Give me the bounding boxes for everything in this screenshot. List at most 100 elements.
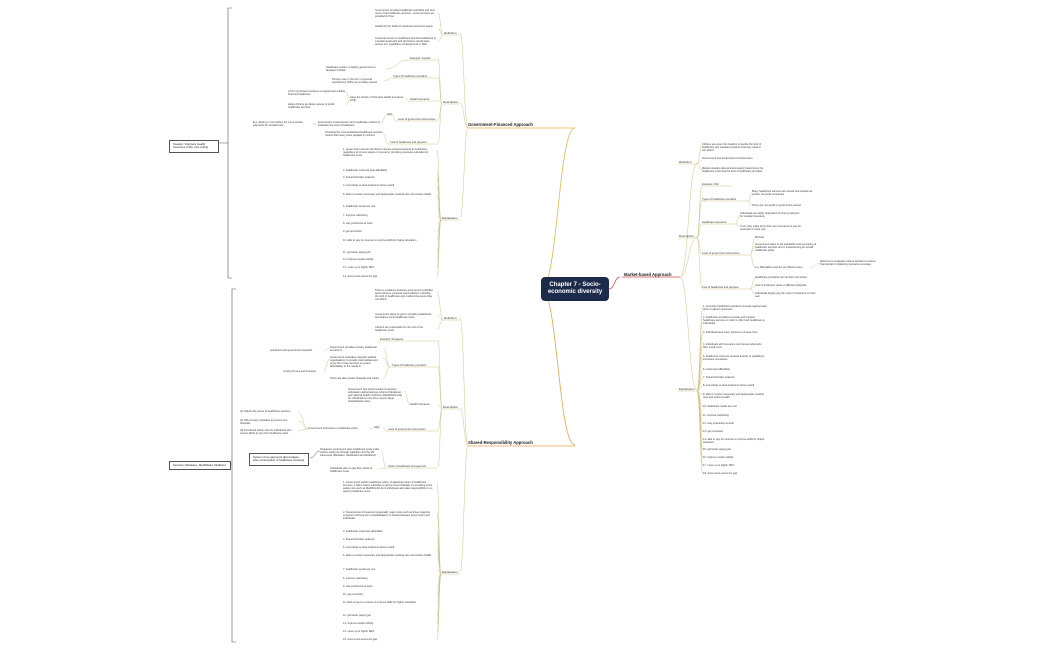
market-aca[interactable]: e.g. Affordable Care Act (or Obama Care) (755, 266, 803, 269)
gov-cost-item[interactable]: Providing the most subsidised healthcare… (325, 131, 383, 138)
gov-def-item[interactable]: Government provides healthcare subsidies… (375, 9, 435, 19)
market-level[interactable]: Level of government intervention (702, 252, 740, 255)
gov-exp-item[interactable]: 6. healthcare needs are met (343, 205, 376, 208)
shared-types-left[interactable]: nursing homes and hospices (283, 370, 317, 373)
market-exp-item[interactable]: 12. stay productive at work (703, 422, 734, 425)
market-exp-item[interactable]: 5. healthcare costs are covered entirely… (703, 355, 765, 362)
gov-exp-item[interactable]: 12. improve social mobility (343, 258, 374, 261)
shared-types-item[interactable]: There are also private hospitals and cli… (330, 377, 380, 380)
shared-ins[interactable]: Health insurance (410, 403, 430, 406)
market-insurance[interactable]: Healthcare insurance (702, 221, 727, 224)
market-level-val[interactable]: Minimal (755, 236, 764, 239)
market-example[interactable]: Example: USA (702, 183, 719, 186)
gov-exp-item[interactable]: 8. stay productive at work (343, 222, 373, 225)
market-def-item[interactable]: Market situation (demand and supply) det… (702, 167, 764, 174)
shared-level-left[interactable]: (1) Adjusts the prices of healthcare ser… (240, 410, 291, 413)
shared-definition[interactable]: Definition (444, 316, 457, 320)
shared-ins-item[interactable]: Government has implemented compulsory in… (348, 388, 403, 404)
market-def-item[interactable]: Government has limited level of interven… (702, 157, 753, 160)
gov-level[interactable]: Level of government intervention (398, 118, 436, 121)
shared-exp-item[interactable]: 14. move up to higher SES (343, 630, 374, 633)
market-exp-item[interactable]: 15. get better paying job (703, 448, 731, 451)
shared-level-left[interactable]: (3) Introduced safety nets for individua… (240, 429, 292, 436)
gov-vhi-left-2[interactable]: Helps citizens get faster access to publ… (288, 103, 335, 110)
gov-def-item[interactable]: Guided by the belief of social and econo… (375, 25, 433, 28)
market-exp-item[interactable]: 4. individuals with insurance can choose… (703, 343, 762, 350)
shared-exp-item[interactable]: 15. close socio-economic gap (343, 638, 378, 641)
market-definition[interactable]: Definition (679, 160, 692, 164)
shared-def-item[interactable]: Government plays its part in providing h… (375, 313, 432, 320)
market-aca-right[interactable]: allow low to moderate income families to… (820, 260, 876, 267)
shared-exp-item[interactable]: 3. healthcare costs kept affordable (343, 530, 383, 533)
shared-exp-item[interactable]: 12. get better paying job (343, 614, 371, 617)
market-types-item[interactable]: Some are non-profit or government-owned (752, 204, 801, 207)
gov-exp-item[interactable]: 14. close socio-economic gap (343, 275, 378, 278)
gov-types[interactable]: Types of healthcare providers (393, 75, 428, 78)
branch-government-financed[interactable]: Government-Financed Approach (468, 122, 533, 127)
gov-exp-item[interactable]: 3. financial burden reduced (343, 176, 375, 179)
market-cost-item[interactable]: Cost of treatment varies in different ho… (755, 284, 807, 287)
shared-exp-item[interactable]: 1. Government adopts healthcare policy o… (343, 481, 433, 494)
branch-shared-responsibility[interactable]: Shared-Responsibility Approach (468, 440, 533, 445)
market-exp-item[interactable]: 1. American healthcare providers compete… (703, 305, 768, 312)
gov-cost[interactable]: Cost of healthcare and payment (390, 141, 427, 144)
gov-exp-item[interactable]: 7. improve well-being (343, 214, 368, 217)
market-exp-item[interactable]: 18. close socio-economic gap (703, 472, 738, 475)
shared-description[interactable]: Description (443, 405, 459, 409)
shared-cost-item[interactable]: Individuals also co-pay their share of h… (330, 467, 373, 474)
branch-market-based[interactable]: Market-based Approach (624, 272, 672, 277)
market-exp-item[interactable]: 14. able to pay for courses to improve s… (703, 438, 765, 445)
gov-exp-item[interactable]: 4. more likely to seek treatment when un… (343, 184, 395, 187)
gov-definition[interactable]: Definition (444, 31, 457, 35)
market-def-item[interactable]: Citizens are given the freedom to decide… (702, 143, 762, 153)
gov-exp-item[interactable]: 11. get better paying job (343, 251, 371, 254)
shared-exp-item[interactable]: 2. financial cost of treatment (especial… (343, 511, 430, 521)
gov-level-high[interactable]: High (387, 113, 393, 116)
shared-exp-item[interactable]: 13. improve social mobility (343, 622, 374, 625)
gov-explanation[interactable]: Explanation (442, 216, 458, 220)
gov-def-item[interactable]: Universal access to healthcare and that … (375, 37, 436, 47)
shared-cost-left[interactable]: System of co-payments (Encourages wise c… (249, 453, 309, 466)
shared-def-item[interactable]: Citizens are responsible for the rest of… (375, 326, 424, 333)
shared-level-high[interactable]: High (374, 426, 380, 429)
shared-exp-item[interactable]: 4. financial burden reduced (343, 538, 375, 541)
gov-example[interactable]: Example: Sweden (410, 57, 431, 60)
market-types-item[interactable]: Many healthcare services are owned and o… (752, 190, 813, 197)
shared-exp-item[interactable]: 6. able to receive necessary and appropr… (343, 554, 432, 557)
market-exp-item[interactable]: 3. individual have many choices to choos… (703, 331, 758, 334)
market-exp-item[interactable]: 16. improve social mobility (703, 456, 734, 459)
shared-types-item[interactable]: Government provides primary healthcare s… (330, 346, 377, 353)
shared-cost[interactable]: Costs of healthcare and payment (388, 465, 427, 468)
gov-exp-item[interactable]: 9. get promotion (343, 230, 362, 233)
gov-types-item[interactable]: Primary care in the form of general prac… (332, 78, 377, 85)
market-exp-item[interactable]: 7. financial burden reduced (703, 376, 735, 379)
gov-exp-item[interactable]: 2. healthcare costs are kept affordable (343, 169, 388, 172)
market-exp-item[interactable]: 11. improve well-being (703, 414, 729, 417)
gov-vhi-left-1[interactable]: A form of private insurance to supplemen… (288, 90, 346, 97)
market-description[interactable]: Description (679, 234, 695, 238)
gov-exp-item[interactable]: 1. government ensures all citizens recei… (343, 148, 429, 158)
gov-vhi[interactable]: Have the choice of Voluntary Health Insu… (350, 96, 404, 103)
shared-example[interactable]: Example: Singapore (380, 338, 404, 341)
shared-types[interactable]: Types of healthcare providers (392, 364, 427, 367)
gov-side-box[interactable]: Sweden: Voluntary Health Insurance (VHI)… (169, 140, 219, 153)
shared-exp-item[interactable]: 7. healthcare needs are met (343, 568, 376, 571)
market-level-item[interactable]: Government plans to set standards such a… (755, 243, 817, 253)
gov-level-left[interactable]: E.g. Setting a 'cost ceiling' for out-of… (253, 121, 303, 128)
shared-level[interactable]: Level of government intervention (388, 428, 426, 431)
market-explanation[interactable]: Explanation (679, 387, 695, 391)
gov-health-insurance[interactable]: Health insurance (410, 98, 430, 101)
shared-types-item[interactable]: Government subsidies voluntary welfare o… (330, 356, 378, 369)
shared-exp-item[interactable]: 11. able to pay for courses to improve s… (343, 601, 417, 604)
market-insurance-item[interactable]: If not, they make do by their own insura… (740, 225, 801, 232)
shared-types-left[interactable]: polyclinics and government hospitals (270, 349, 313, 352)
gov-exp-item[interactable]: 5. able to receive necessary and appropr… (343, 193, 432, 196)
market-cost-item[interactable]: Individuals largely pay the costs of tre… (755, 292, 816, 299)
gov-description[interactable]: Description (443, 100, 459, 104)
market-exp-item[interactable]: 17. move up to higher SES (703, 464, 734, 467)
central-topic[interactable]: Chapter 7 - Socio-economic diversity (541, 277, 609, 301)
shared-exp-item[interactable]: 9. stay productive at work (343, 585, 373, 588)
market-cost-item[interactable]: Healthcare providers can set their own p… (755, 276, 807, 279)
market-exp-item[interactable]: 2. healthcare providers innovate and imp… (703, 316, 765, 326)
market-exp-item[interactable]: 13. get promotion (703, 430, 724, 433)
